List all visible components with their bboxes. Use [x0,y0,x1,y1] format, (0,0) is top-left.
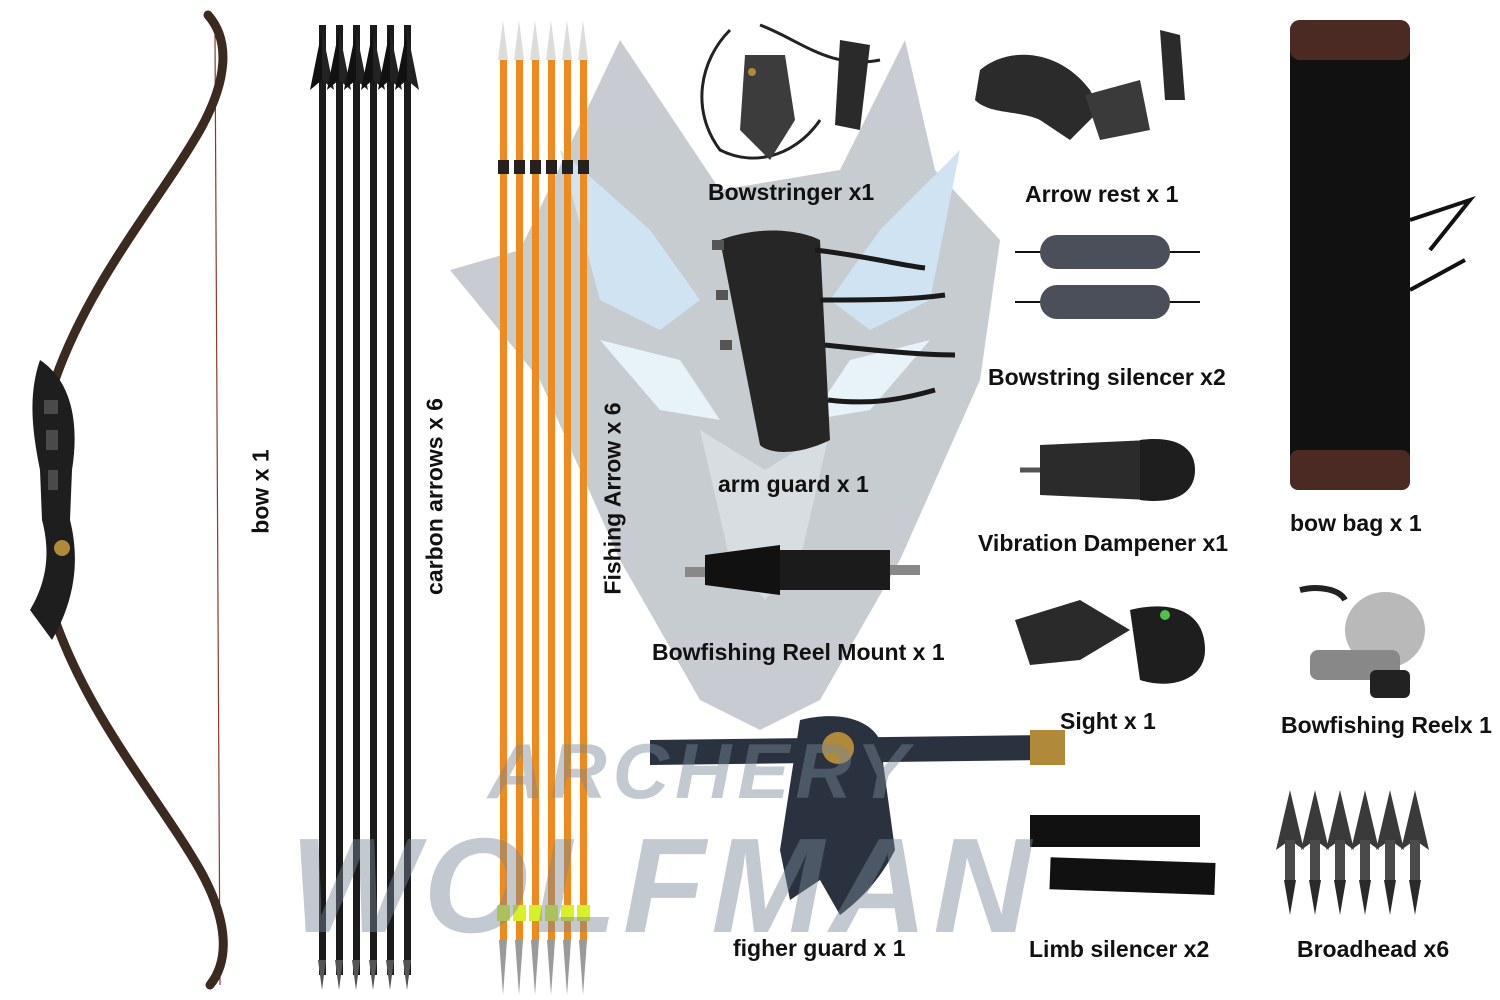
label-bowfishing-reel: Bowfishing Reelx 1 [1281,712,1492,738]
arm-guard [712,230,956,452]
broadhead-icon [1326,790,1354,915]
bow-bag [1290,20,1476,490]
fishing-arrow [513,20,526,995]
watermark-line-2: WOLFMAN [290,810,1037,961]
broadhead-icon [1351,790,1379,915]
broadhead-icon [1301,790,1329,915]
carbon-arrows [310,25,419,990]
broadheads [1276,790,1429,915]
bowstring-silencer [1015,235,1200,319]
limb-silencer [1030,815,1216,895]
bowstringer [700,23,881,160]
recurve-bow [30,10,228,990]
label-limb-silencer: Limb silencer x2 [1029,936,1210,962]
fishing-arrow [577,20,590,995]
broadhead-icon [1276,790,1304,915]
bowfishing-reel-mount [685,545,920,595]
bowfishing-reel [1299,585,1425,698]
label-bow-bag: bow bag x 1 [1290,510,1422,536]
fishing-arrow [545,20,558,995]
label-bowstringer: Bowstringer x1 [708,179,875,205]
fishing-arrows [497,20,590,995]
label-arm-guard: arm guard x 1 [718,471,869,497]
vibration-dampener [1020,439,1195,501]
label-reel-mount: Bowfishing Reel Mount x 1 [652,639,945,665]
label-sight: Sight x 1 [1060,708,1156,734]
label-finger-guard: figher guard x 1 [733,935,906,961]
label-arrow-rest: Arrow rest x 1 [1025,181,1179,207]
label-vibration-dampener: Vibration Dampener x1 [978,530,1229,556]
label-bowstring-silencer: Bowstring silencer x2 [988,364,1226,390]
fishing-arrow [497,20,510,995]
label-bow: bow x 1 [247,449,274,534]
broadhead-icon [1401,790,1429,915]
arrow-rest [975,30,1185,140]
broadhead-icon [1376,790,1404,915]
carbon-arrow [395,25,419,990]
fishing-arrow [529,20,542,995]
carbon-arrow [361,25,385,990]
label-fishing-arrow: Fishing Arrow x 6 [599,402,626,595]
carbon-arrow [344,25,368,990]
watermark-line-1: ARCHERY [488,727,915,815]
finger-guard [650,716,1065,915]
label-broadhead: Broadhead x6 [1297,936,1450,962]
fishing-arrow [561,20,574,995]
label-carbon-arrows: carbon arrows x 6 [421,398,448,595]
bow-sight [1015,600,1205,684]
